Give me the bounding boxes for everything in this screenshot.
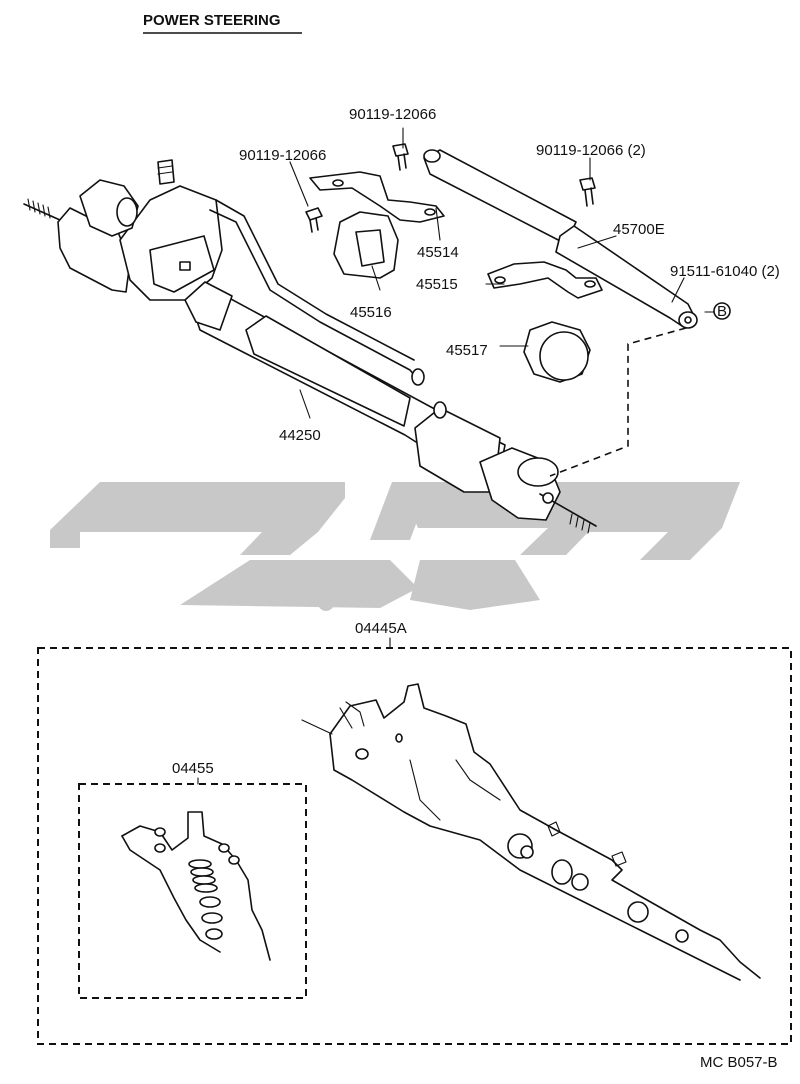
label-kit-outer: 04445A xyxy=(355,620,407,637)
bolt-right xyxy=(579,177,596,207)
bolt-middle xyxy=(392,143,409,171)
label-bracket-lower: 45515 xyxy=(416,276,458,293)
leader-lines xyxy=(197,127,715,785)
bracket-45515 xyxy=(487,261,603,299)
kit-box-04445A xyxy=(37,647,792,1045)
bushing-45517 xyxy=(523,321,591,383)
label-damper-bolt: 91511-61040 (2) xyxy=(670,263,780,280)
label-diagram-code: MC B057-B xyxy=(700,1054,778,1071)
label-bracket-upper: 45514 xyxy=(417,244,459,261)
damper-connection-line xyxy=(549,327,687,477)
label-kit-inner: 04455 xyxy=(172,760,214,777)
b-marker: B xyxy=(713,302,731,320)
b-marker-text: B xyxy=(717,303,727,320)
bolt-left xyxy=(305,207,323,233)
bushing-45516 xyxy=(333,211,399,279)
label-bolt-right: 90119-12066 (2) xyxy=(536,142,646,159)
label-bolt-left: 90119-12066 xyxy=(239,147,326,164)
steering-gear-assembly xyxy=(23,159,597,534)
diagram-title: POWER STEERING xyxy=(143,12,281,29)
watermark-logo xyxy=(50,482,740,611)
label-bushing-large: 45516 xyxy=(350,304,392,321)
kit-box-04455 xyxy=(78,783,307,999)
kit-gear-outline xyxy=(301,683,761,981)
bracket-45514 xyxy=(309,171,445,223)
steering-damper-45700E xyxy=(423,149,698,329)
label-gear-assy: 44250 xyxy=(279,427,321,444)
label-bolt-middle: 90119-12066 xyxy=(349,106,436,123)
label-bushing-round: 45517 xyxy=(446,342,488,359)
label-damper: 45700E xyxy=(613,221,665,238)
kit-valve-outline xyxy=(121,811,271,961)
